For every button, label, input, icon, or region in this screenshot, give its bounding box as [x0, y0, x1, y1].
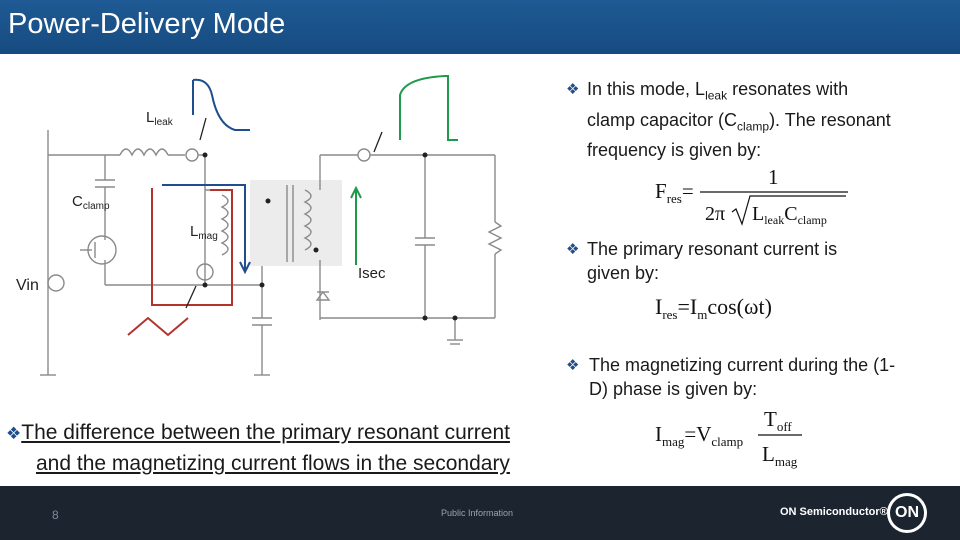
bullet-4: ❖The difference between the primary reso… — [6, 421, 510, 475]
lmag-label: L — [190, 223, 198, 240]
bullet-3: ❖ The magnetizing current during the (1-… — [566, 355, 896, 399]
svg-text:Toff: Toff — [764, 407, 792, 434]
title-bar: Power-Delivery Mode — [0, 0, 960, 54]
svg-text:Fres=: Fres= — [655, 179, 694, 206]
logo-text: ON — [890, 496, 924, 530]
page-title: Power-Delivery Mode — [8, 8, 286, 40]
page-number: 8 — [52, 508, 59, 522]
bullet-diamond-icon: ❖ — [6, 424, 22, 444]
footer-bar: 8 Public Information ON Semiconductor® O… — [0, 486, 960, 540]
svg-text:LleakCclamp: LleakCclamp — [752, 203, 827, 227]
svg-text:1: 1 — [768, 165, 779, 189]
bullet-2: ❖ The primary resonant current is given … — [566, 239, 838, 283]
lleak-label-sub: leak — [154, 117, 173, 128]
bullet-diamond-icon: ❖ — [566, 80, 580, 98]
isec-label: Isec — [358, 265, 386, 282]
fres-equation: Fres= 1 2π LleakCclamp — [655, 165, 848, 227]
svg-text:Ires=Imcos(ωt): Ires=Imcos(ωt) — [655, 294, 772, 322]
flyback-circuit-diagram: Lleak Cclamp Lmag Vin Isec — [16, 75, 503, 376]
classification-label: Public Information — [441, 508, 514, 518]
imag-equation: Imag=Vclamp Toff Lmag — [655, 407, 802, 469]
bullet-1: ❖ In this mode, Lleak resonates with cla… — [566, 79, 891, 161]
ires-equation: Ires=Imcos(ωt) — [655, 294, 772, 322]
lmag-label-sub: mag — [198, 231, 217, 242]
cclamp-label: C — [72, 193, 83, 210]
svg-text:2π: 2π — [705, 203, 725, 225]
on-logo-icon: ON — [887, 493, 927, 533]
lleak-label: L — [146, 109, 154, 126]
svg-text:Lmag: Lmag — [762, 442, 798, 469]
svg-text:Cclamp: Cclamp — [72, 193, 110, 212]
bullet-diamond-icon: ❖ — [566, 356, 580, 374]
svg-text:Lmag: Lmag — [190, 223, 218, 242]
svg-text:Lleak: Lleak — [146, 109, 174, 128]
bullet-diamond-icon: ❖ — [566, 240, 580, 258]
vin-label: Vin — [16, 277, 39, 294]
brand-name: ON Semiconductor® — [780, 506, 888, 518]
svg-text:Imag=Vclamp: Imag=Vclamp — [655, 422, 743, 449]
cclamp-label-sub: clamp — [83, 201, 110, 212]
